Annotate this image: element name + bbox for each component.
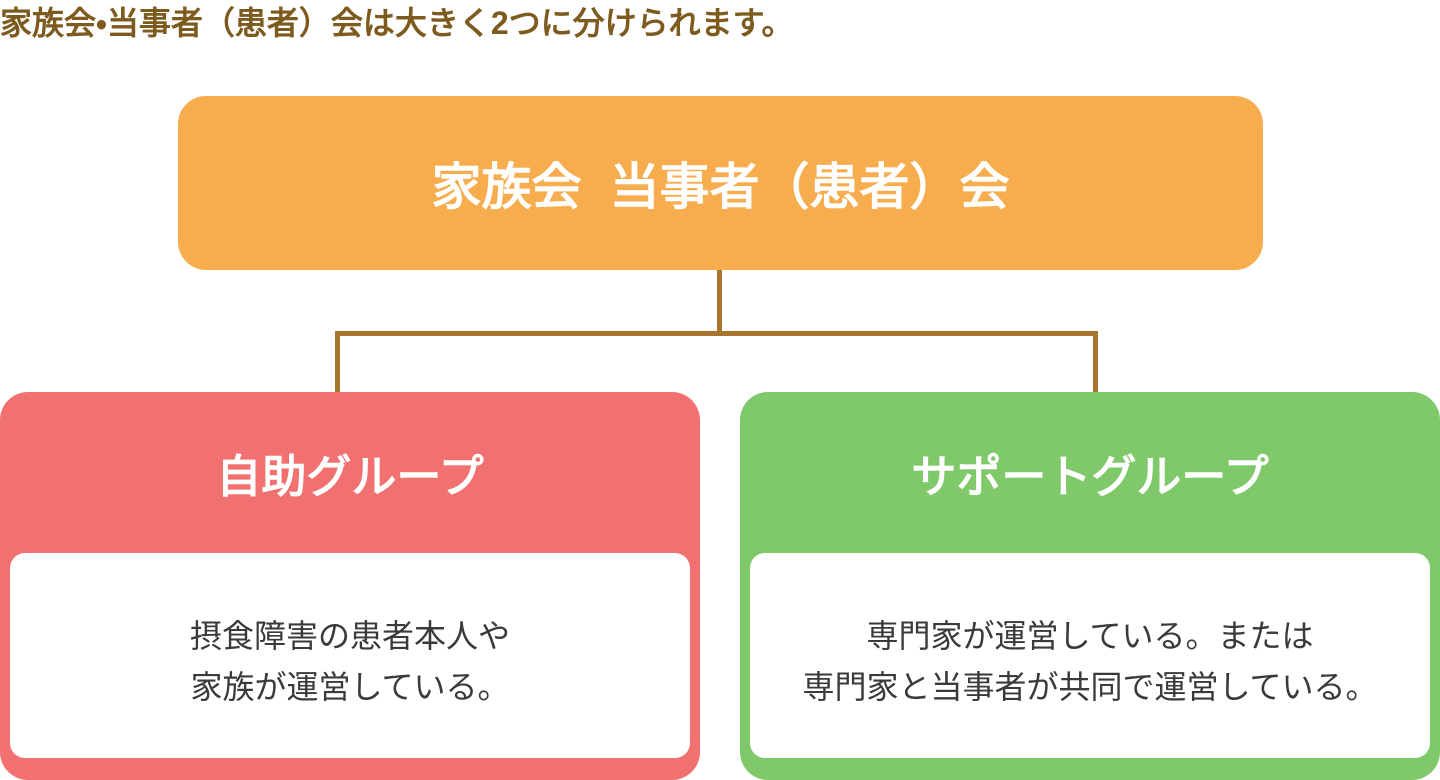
- description-line: 摂食障害の患者本人や: [189, 617, 510, 654]
- connector-vertical-left: [335, 331, 340, 392]
- group-description-support: 専門家が運営している。または 専門家と当事者が共同で運営している。: [750, 553, 1430, 758]
- root-node-label: 家族会 当事者（患者）会: [431, 159, 1010, 215]
- root-node: 家族会 当事者（患者）会: [178, 96, 1263, 270]
- group-description-self-help: 摂食障害の患者本人や 家族が運営している。: [10, 553, 690, 758]
- group-title-support: サポートグループ: [911, 451, 1269, 502]
- group-node-self-help: 自助グループ 摂食障害の患者本人や 家族が運営している。: [0, 392, 700, 780]
- group-node-support: サポートグループ 専門家が運営している。または 専門家と当事者が共同で運営してい…: [740, 392, 1440, 780]
- description-line: 専門家が運営している。または: [866, 617, 1314, 654]
- description-line: 家族が運営している。: [190, 668, 510, 705]
- description-line: 専門家と当事者が共同で運営している。: [802, 668, 1378, 705]
- page-heading: 家族会・当事者（患者）会は大きく2つに分けられます。: [0, 5, 794, 41]
- connector-vertical-top: [717, 270, 722, 336]
- connector-horizontal-bar: [335, 331, 1098, 336]
- group-title-self-help: 自助グループ: [216, 451, 484, 502]
- connector-vertical-right: [1093, 331, 1098, 392]
